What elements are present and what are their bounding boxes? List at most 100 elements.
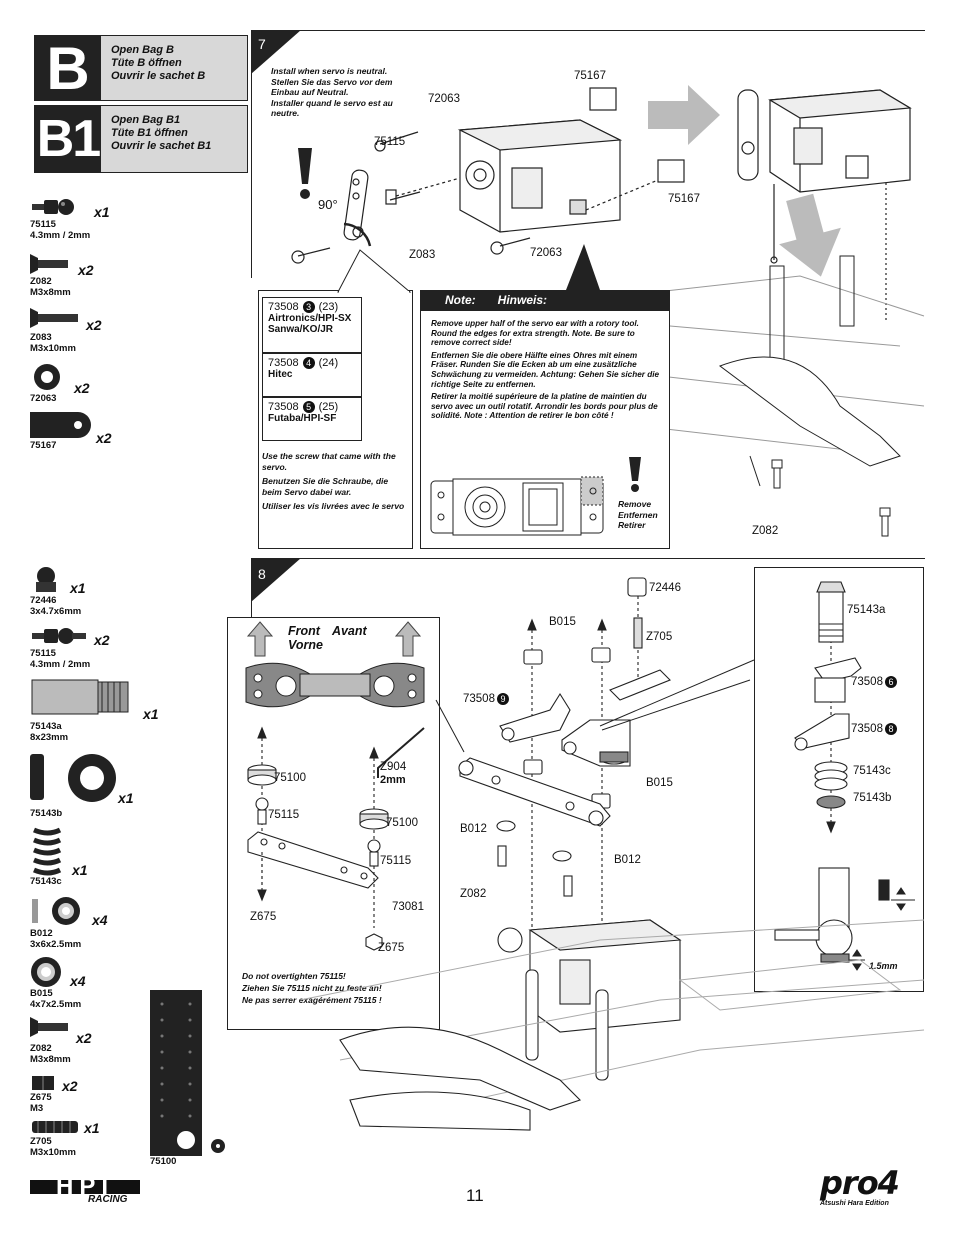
circled-number-badge: 4 <box>302 357 315 369</box>
servo-saver-exploded-drawing <box>774 581 915 971</box>
bearing-icon <box>31 957 61 987</box>
bag-letter: B <box>35 35 101 102</box>
part-callout: B015 <box>646 777 673 789</box>
qty: x2 <box>78 262 94 278</box>
part-callout: Z082 <box>752 525 779 537</box>
flat-screw-icon <box>30 308 78 328</box>
steering-exploded-drawing <box>458 577 751 1081</box>
screw-icon <box>771 459 783 489</box>
part-callout: 72063 <box>428 93 460 105</box>
steering-plate-top-view <box>245 662 425 708</box>
callout-pointer <box>566 244 600 290</box>
part-callout: 75100 <box>274 772 306 784</box>
nut-icon <box>32 1076 54 1090</box>
part-callout: 72446 <box>649 582 681 594</box>
bearing-icon <box>32 897 80 925</box>
qty: x2 <box>86 317 102 333</box>
steering-link-exploded-drawing <box>247 726 425 951</box>
chassis-drawing <box>619 255 925 487</box>
bag-b1-banner: B1 Open Bag B1 Tüte B1 öffnen Ouvrir le … <box>34 105 248 173</box>
servo-assembled-drawing <box>737 89 912 320</box>
qty: x1 <box>94 204 110 220</box>
note-box: Note:Hinweis: Remove upper half of the s… <box>420 290 670 549</box>
hpi-racing-logo: HPI RACING <box>30 1180 160 1210</box>
qty: x1 <box>118 790 134 806</box>
servo-exploded-drawing <box>291 87 685 264</box>
qty: x2 <box>96 430 112 446</box>
bag-b-banner: B Open Bag B Tüte B öffnen Ouvrir le sac… <box>34 35 248 102</box>
bag-instructions: Open Bag B Tüte B öffnen Ouvrir le sache… <box>111 44 206 82</box>
qty: x1 <box>143 706 159 722</box>
page-number: 11 <box>466 1186 484 1205</box>
callout-pointer <box>435 699 465 753</box>
qty: x1 <box>70 580 86 596</box>
part-callout: 72063 <box>530 247 562 259</box>
part-callout: 75167 <box>668 193 700 205</box>
gear-nut-icon <box>30 754 116 802</box>
spring-icon <box>33 827 62 876</box>
measurement-label: 1.5mm <box>869 961 898 971</box>
part-callout: Z083 <box>409 249 436 261</box>
part-label: 72063 <box>30 393 57 404</box>
chassis-drawing <box>299 919 925 1131</box>
step-number-tab <box>251 558 301 602</box>
right-arrow-icon <box>648 85 720 145</box>
part-callout: 75115 <box>268 809 300 821</box>
pro4-logo: pro4 Atsushi Hara Edition <box>820 1164 900 1207</box>
part-label: 75167 <box>30 440 57 451</box>
part-callout: B012 <box>460 823 487 835</box>
bag-instructions: Open Bag B1 Tüte B1 öffnen Ouvrir le sac… <box>111 114 212 152</box>
circled-number-badge: 3 <box>302 301 315 313</box>
warning-exclamation-icon <box>629 457 641 492</box>
qty: x1 <box>84 1120 100 1136</box>
step-number: 7 <box>258 36 266 52</box>
angle-label: 90° <box>318 197 338 212</box>
qty: x2 <box>74 380 90 396</box>
part-callout: 75167 <box>574 70 606 82</box>
step-number-tab <box>251 30 301 74</box>
flat-screw-icon <box>30 254 68 274</box>
callout-pointer <box>599 659 755 727</box>
install-note: Install when servo is neutral.Stellen Si… <box>271 66 393 118</box>
bag-letter: B1 <box>35 106 101 172</box>
front-arrow-icon <box>394 621 422 657</box>
part-callout: 75143c <box>853 765 891 777</box>
qty: x2 <box>62 1078 78 1094</box>
circled-number-badge: 6 <box>884 676 897 688</box>
part-callout: 75115 <box>380 855 412 867</box>
part-callout: B015 <box>549 616 576 628</box>
down-arrow-icon <box>779 193 841 277</box>
foam-strip-icon <box>150 990 225 1156</box>
part-label: 75100 <box>150 1156 177 1167</box>
screw-icon <box>879 507 891 537</box>
part-callout: Z904 <box>380 761 407 773</box>
warning-exclamation-icon <box>298 148 312 199</box>
part-callout: 2mm <box>380 774 406 786</box>
part-callout: 75143b <box>853 792 892 804</box>
part-callout: 73081 <box>392 901 424 913</box>
part-callout: 75143a <box>847 604 886 616</box>
torque-note: Do not overtighten 75115!Ziehen Sie 7511… <box>242 971 382 1005</box>
qty: x4 <box>92 912 108 928</box>
qty: x1 <box>72 862 88 878</box>
part-callout: 75115 <box>374 136 406 148</box>
flat-screw-icon <box>30 1017 68 1037</box>
ball-stud-icon <box>32 628 86 644</box>
ball-stud-icon <box>32 199 74 215</box>
servo-top-view-drawing <box>430 476 604 536</box>
